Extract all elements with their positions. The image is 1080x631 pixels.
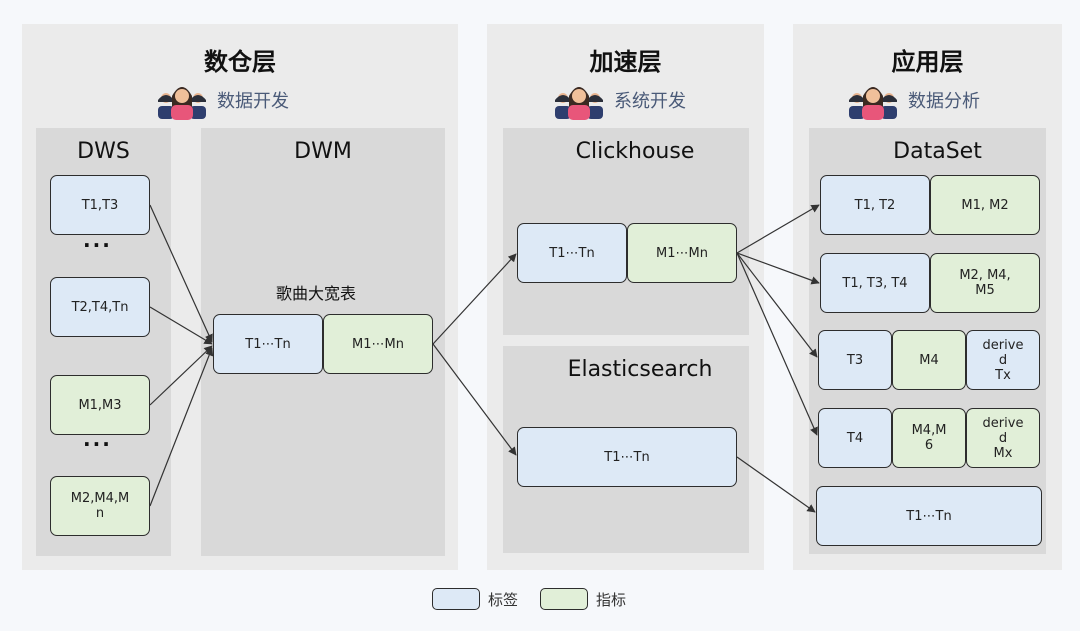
dataset-row1-metrics: M1, M2 bbox=[930, 175, 1040, 235]
legend-metric-label: 指标 bbox=[596, 590, 627, 609]
legend-tag-swatch bbox=[432, 588, 480, 610]
legend-metric-swatch bbox=[540, 588, 588, 610]
dataset-row4-derived: derive d Mx bbox=[966, 408, 1040, 468]
dwm-title: DWM bbox=[294, 139, 352, 164]
legend-metrics: 指标 bbox=[540, 588, 626, 610]
dws-ellipsis: ··· bbox=[83, 233, 112, 257]
dws-box-t1-t3: T1,T3 bbox=[50, 175, 150, 235]
dwm-tags-box: T1⋯Tn bbox=[213, 314, 323, 374]
legend-tags: 标签 bbox=[432, 588, 518, 610]
dataset-row3-derived: derive d Tx bbox=[966, 330, 1040, 390]
dataset-row4-tags: T4 bbox=[818, 408, 892, 468]
warehouse-role: 数据开发 bbox=[155, 80, 289, 120]
dataset-title: DataSet bbox=[893, 139, 982, 164]
dataset-row3-tags: T3 bbox=[818, 330, 892, 390]
acceleration-role: 系统开发 bbox=[552, 80, 686, 120]
dws-box-m2-m4-mn: M2,M4,M n bbox=[50, 476, 150, 536]
clickhouse-metrics-box: M1⋯Mn bbox=[627, 223, 737, 283]
elasticsearch-title: Elasticsearch bbox=[567, 357, 713, 382]
people-icon bbox=[158, 87, 206, 120]
dws-ellipsis: ··· bbox=[83, 432, 112, 456]
dataset-row3-metrics: M4 bbox=[892, 330, 966, 390]
clickhouse-title: Clickhouse bbox=[575, 139, 695, 164]
dataset-row1-tags: T1, T2 bbox=[820, 175, 930, 235]
warehouse-layer-title: 数仓层 bbox=[204, 48, 276, 76]
dws-box-t2-t4-tn: T2,T4,Tn bbox=[50, 277, 150, 337]
dataset-row4-metrics: M4,M 6 bbox=[892, 408, 966, 468]
application-layer-title: 应用层 bbox=[891, 48, 964, 76]
people-icon bbox=[555, 87, 603, 120]
acceleration-layer-title: 加速层 bbox=[589, 48, 662, 76]
clickhouse-tags-box: T1⋯Tn bbox=[517, 223, 627, 283]
wide-table-label: 歌曲大宽表 bbox=[276, 284, 357, 303]
people-icon bbox=[849, 87, 897, 120]
dws-title: DWS bbox=[77, 139, 130, 164]
application-role-label: 数据分析 bbox=[908, 91, 980, 112]
application-role: 数据分析 bbox=[846, 80, 980, 120]
dwm-metrics-box: M1⋯Mn bbox=[323, 314, 433, 374]
elasticsearch-tags-box: T1⋯Tn bbox=[517, 427, 737, 487]
legend-tag-label: 标签 bbox=[488, 590, 519, 609]
acceleration-role-label: 系统开发 bbox=[614, 91, 686, 112]
dataset-row2-metrics: M2, M4, M5 bbox=[930, 253, 1040, 313]
warehouse-role-label: 数据开发 bbox=[217, 91, 289, 112]
dataset-row5-tags: T1⋯Tn bbox=[816, 486, 1042, 546]
dws-box-m1-m3: M1,M3 bbox=[50, 375, 150, 435]
dataset-row2-tags: T1, T3, T4 bbox=[820, 253, 930, 313]
